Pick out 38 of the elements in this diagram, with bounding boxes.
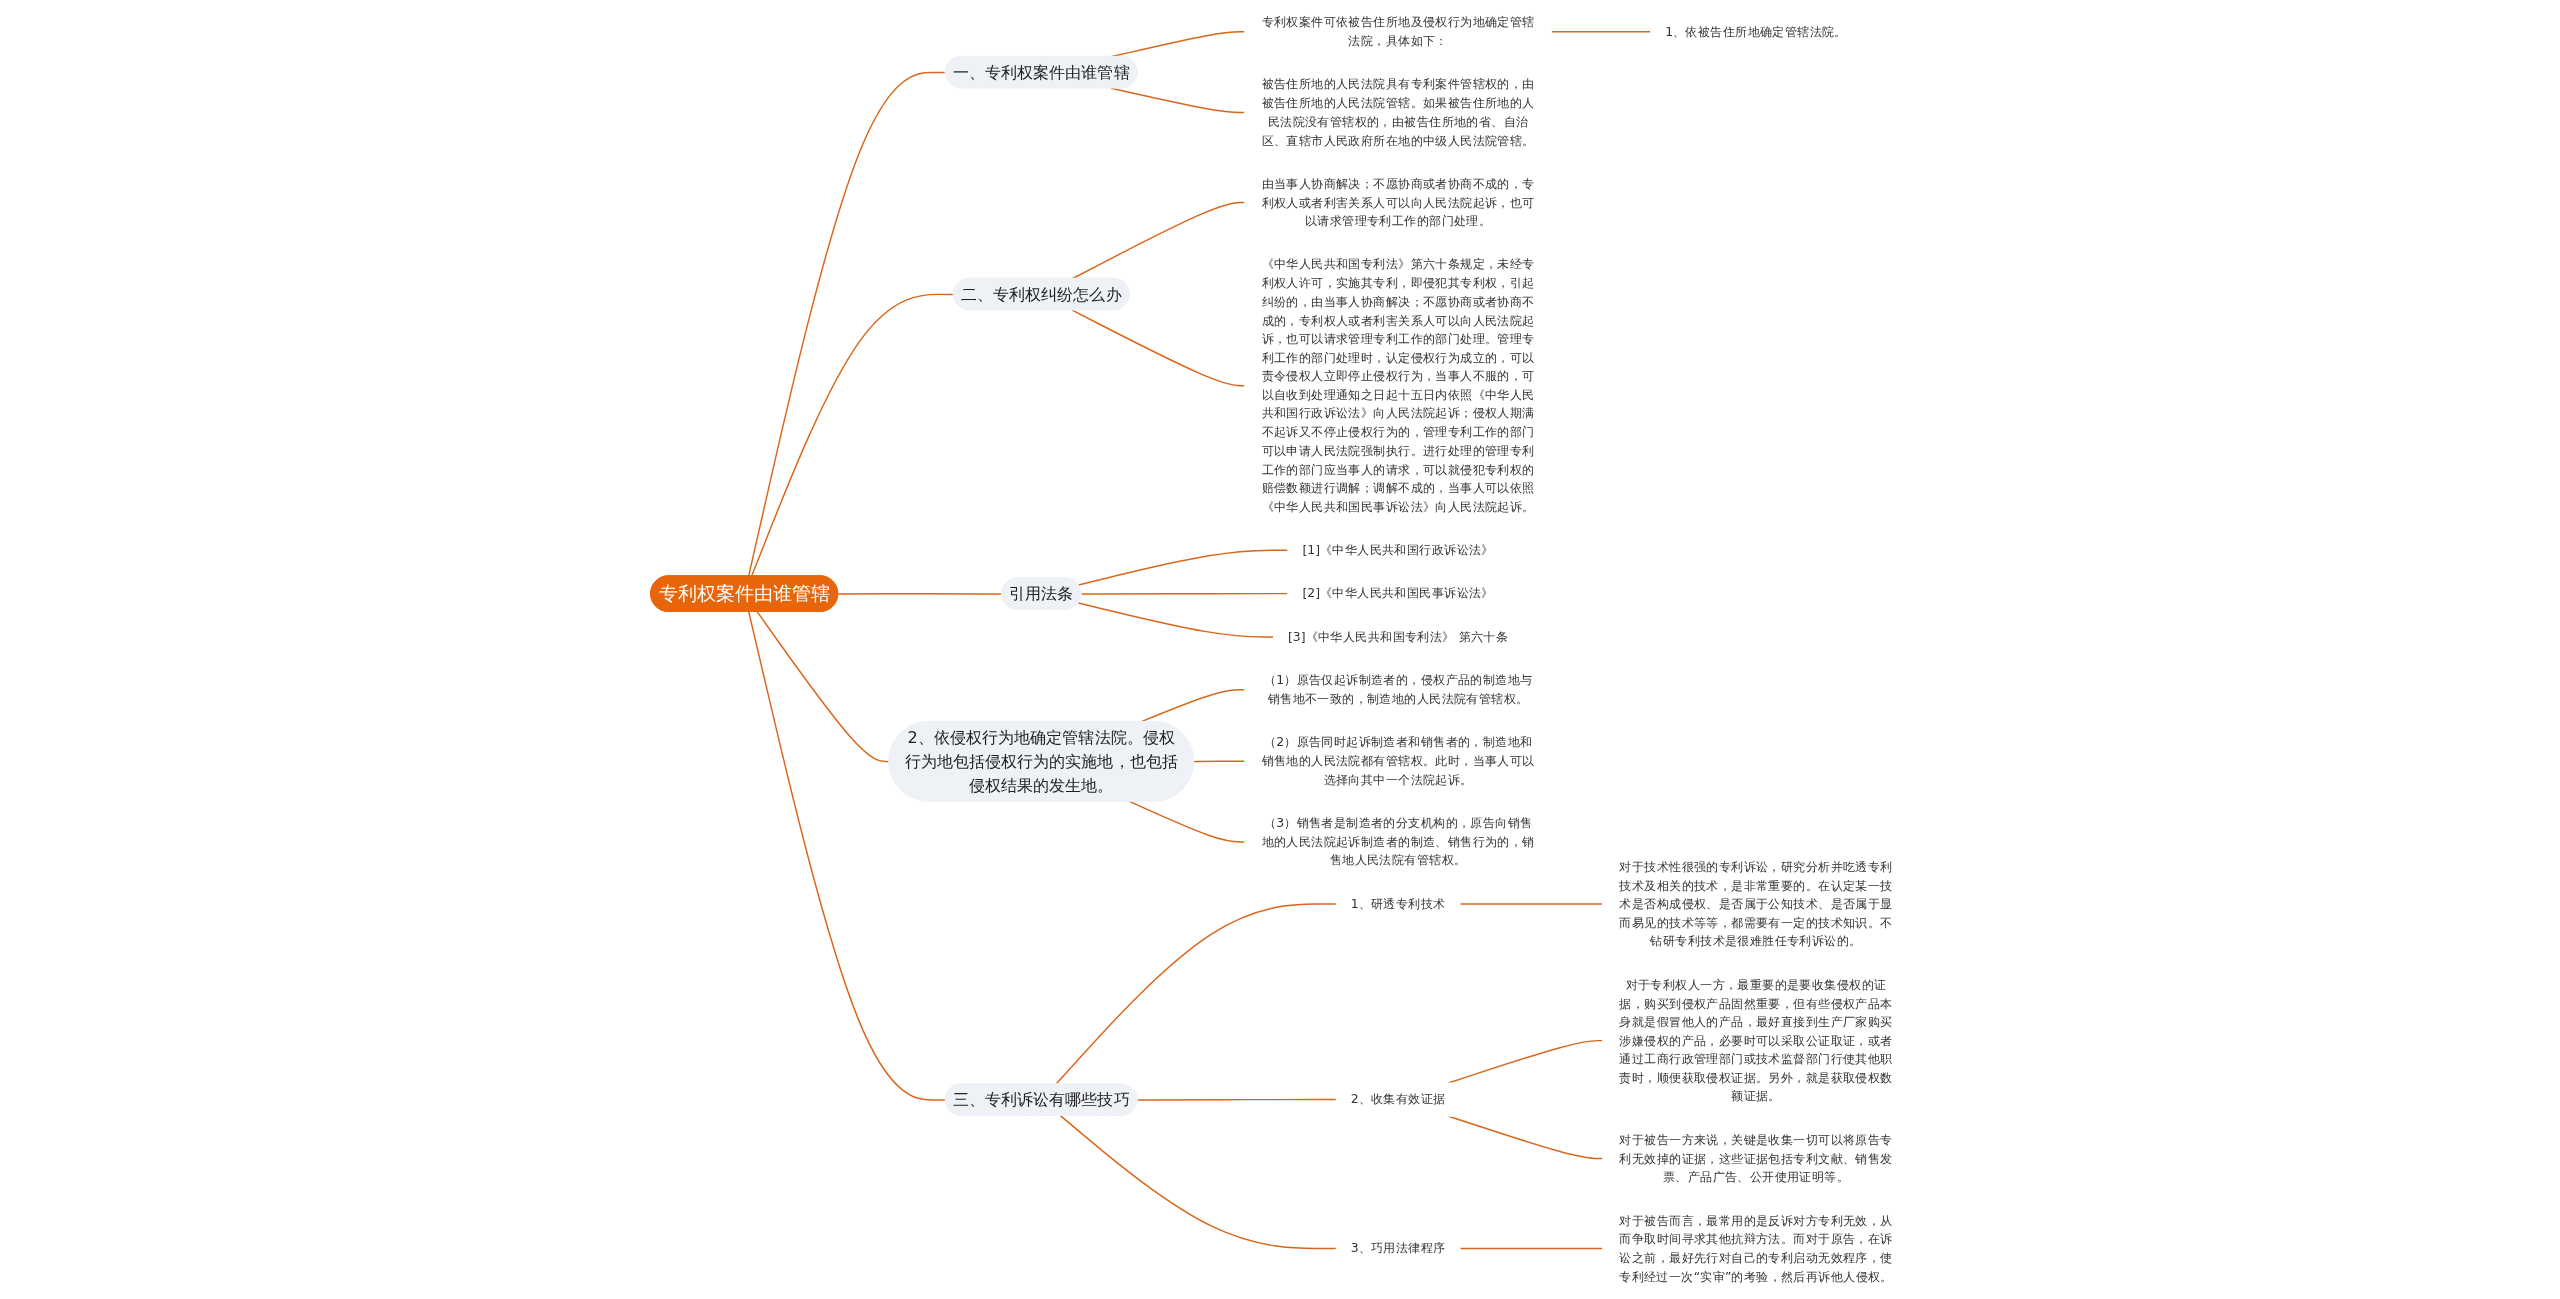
node-text: 对于专利权人一方，最重要的是要收集侵权的证据，购买到侵权产品固然重要，但有些侵权产品本身就是假冒他人的产品，最好直接到生产厂家购买涉嫌侵权的产品，必要时可以采取公证取证，或者通过工商行政管理部门或技术监督部门行使其他职责时，顺便获取侵权证据。另外，就是获取侵权数额证据。 [1619, 976, 1893, 1104]
node-text: 由当事人协商解决；不愿协商或者协商不成的，专利权人或者利害关系人可以向人民法院起诉，也可以请求管理专利工作的部门处理。 [1261, 176, 1535, 228]
node-text: 1、研透专利技术 [1350, 896, 1446, 911]
connector [1193, 760, 1246, 763]
node-text: （1）原告仅起诉制造者的，侵权产品的制造地与销售地不一致的，制造地的人民法院有管辖权。 [1263, 672, 1533, 706]
connector [1059, 1114, 1337, 1250]
node-text: [1]《中华人民共和国行政诉讼法》 [1302, 542, 1494, 557]
connector [1140, 689, 1246, 723]
node-text: 对于被告而言，最常用的是反诉对方专利无效，从而争取时间寻求其他抗辩方法。而对于原告，在诉讼之前，最好先行对自己的专利启动无效程序，使专利经过一次“实审”的考验，然后再诉他人侵权。 [1619, 1212, 1893, 1284]
connector [1055, 903, 1337, 1085]
connector [1550, 31, 1652, 33]
node-text: 对于被告一方来说，关键是收集一切可以将原告专利无效掉的证据，这些证据包括专利文献、销售发票、产品广告、公开使用证明等。 [1619, 1132, 1893, 1184]
node-text: 2、收集有效证据 [1350, 1091, 1446, 1107]
node-text: （3）销售者是制造者的分支机构的，原告向销售地的人民法院起诉制造者的制造、销售行为的，销售地人民法院有管辖权。 [1261, 815, 1535, 868]
connector [837, 593, 1003, 595]
node-text: 1、依被告住所地确定管辖法院。 [1665, 23, 1847, 39]
connector [1110, 87, 1246, 114]
connector [1071, 201, 1246, 280]
node-text: 《中华人民共和国专利法》第六十条规定，未经专利权人许可，实施其专利，即侵犯其专利权，引起纠纷的，由当事人协商解决；不愿协商或者协商不成的，专利权人或者利害关系人可以向人民法院起诉，也可以请求管理专利工作的部门处理。管理专利工作的部门处理时，认定侵权行为成立的，可以责令侵权人立即停止侵权行为，当事人不服的，可以自收到处理通知之日起十五日内依照《中华人民共和国行政诉讼法》向人民法院起诉；侵权人期满不起诉又不停止侵权行为的，管理专利工作的部门可以申请人民法院强制执行。进行处理的管理专利工作的部门应当事人的请求，可以就侵犯专利权的赔偿数额进行调解；调解不成的，当事人可以依照《中华人民共和国民事诉讼法》向人民法院起诉。 [1261, 256, 1535, 514]
connector [756, 611, 890, 763]
connector [1077, 602, 1275, 638]
connector [1459, 1247, 1604, 1250]
connector [748, 611, 947, 1101]
connector [1080, 592, 1289, 595]
node-text: [2]《中华人民共和国民事诉讼法》 [1302, 585, 1494, 601]
connector [1071, 309, 1246, 387]
connector [1077, 549, 1289, 586]
node-text: 对于技术性很强的专利诉讼，研究分析并吃透专利技术及相关的技术，是非常重要的。在认定某一技术是否构成侵权、是否属于公知技术、是否属于显而易见的技术等等，都需要有一定的技术知识。不钻研专利技术是很难胜任专利诉讼的。 [1619, 858, 1893, 949]
connector [750, 293, 955, 577]
connector [1459, 903, 1604, 905]
node-text: 被告住所地的人民法院具有专利案件管辖权的，由被告住所地的人民法院管辖。如果被告住所地的人民法院没有管辖权的，由被告住所地的省、自治区、直辖市人民政府所在地的中级人民法院管辖。 [1261, 76, 1535, 148]
node-text: 专利权案件可依被告住所地及侵权行为地确定管辖法院，具体如下： [1261, 14, 1535, 48]
node-text: （2）原告同时起诉制造者和销售者的，制造地和销售地的人民法院都有管辖权。此时，当事人可以选择向其中一个法院起诉。 [1261, 734, 1535, 787]
node-text: [3]《中华人民共和国专利法》 第六十条 [1288, 629, 1509, 644]
connector [1136, 1098, 1337, 1101]
connector [1128, 800, 1246, 843]
connector [747, 71, 947, 577]
node-text: 3、巧用法律程序 [1350, 1240, 1446, 1256]
